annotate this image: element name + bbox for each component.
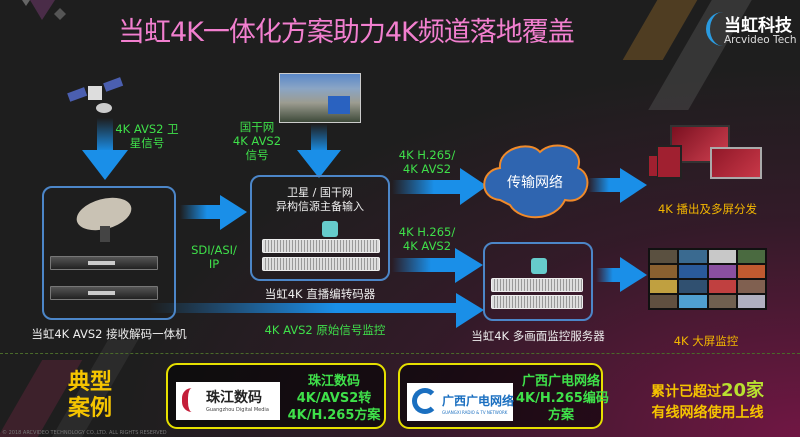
transcoder-inner-line1: 卫星 / 国干网 <box>287 186 353 199</box>
app-icon <box>322 221 338 237</box>
arrow-to-video-wall <box>596 257 647 292</box>
guangxi-logo-icon <box>412 388 438 414</box>
guangxi-logo: 广西广电网络 GUANGXI RADIO & TV NETWORK <box>407 383 515 421</box>
laptop-icon <box>710 147 762 179</box>
monitor-server-caption: 当虹4K 多画面监控服务器 <box>471 329 605 343</box>
building-sign <box>328 96 350 114</box>
summary-line2: 有线网络使用上线 <box>651 405 764 421</box>
app-icon <box>531 258 547 274</box>
arrow-to-cloud <box>392 168 487 205</box>
transcoder-box: 卫星 / 国干网 异构信源主备输入 <box>250 175 390 281</box>
arrow-raw-monitor <box>150 293 484 328</box>
zhujiang-logo: 珠江数码 Guangzhou Digital Media <box>176 382 280 420</box>
video-wall-image <box>648 248 767 310</box>
company-logo: 当虹科技 Arcvideo Tech <box>704 6 800 52</box>
arrow-cloud-to-devices <box>588 168 647 203</box>
transcoder-caption: 当虹4K 直播编转码器 <box>264 287 376 301</box>
cloud-label: 传输网络 <box>507 175 563 191</box>
server-unit <box>262 257 380 271</box>
zhujiang-logo-text: 珠江数码 <box>206 390 262 406</box>
arrow-satellite-down <box>82 118 128 180</box>
arrow-receiver-to-transcoder <box>180 195 247 230</box>
multi-screen-devices-image <box>648 125 768 181</box>
tablet-icon <box>656 145 682 179</box>
transcoder-inner-line2: 异构信源主备输入 <box>276 200 364 213</box>
logo-arc-icon <box>706 12 724 46</box>
decoder-rack-unit <box>50 286 158 300</box>
logo-cn: 当虹科技 <box>724 16 792 36</box>
satellite-dish-icon <box>76 197 132 242</box>
summary-prefix: 累计已超过 <box>650 384 721 400</box>
footer-copyright: © 2018 ARCVIDEO TECHNOLOGY CO.,LTD. ALL … <box>2 430 167 436</box>
case-card-guangxi: 广西广电网络 GUANGXI RADIO & TV NETWORK 广西广电网络… <box>398 363 609 429</box>
summary-count: 20家 <box>720 380 765 401</box>
phone-icon <box>648 155 658 177</box>
arrow-to-monitor-server <box>392 248 483 283</box>
distribution-caption: 4K 播出及多屏分发 <box>657 202 757 216</box>
arrow-backbone-down <box>297 124 341 178</box>
satellite-signal-label: 4K AVS2 卫星信号 <box>115 122 179 150</box>
cases-summary: 累计已超过20家 有线网络使用上线 <box>620 376 795 422</box>
decor-triangles <box>22 0 66 20</box>
zhujiang-logo-en: Guangzhou Digital Media <box>206 407 269 413</box>
decoder-rack-unit <box>50 256 158 270</box>
server-unit <box>491 295 583 309</box>
server-unit <box>262 239 380 253</box>
monitor-server-box <box>483 242 593 321</box>
upper-link-label: 4K H.265/4K AVS2 <box>398 148 456 176</box>
guangxi-logo-en: GUANGXI RADIO & TV NETWORK <box>442 410 508 415</box>
guangxi-logo-text: 广西广电网络 <box>442 394 515 408</box>
arrows-layer <box>82 118 647 328</box>
video-wall-caption: 4K 大屏监控 <box>673 334 739 348</box>
receiver-decoder-box <box>42 186 176 320</box>
page-title: 当虹4K一体化方案助力4K频道落地覆盖 <box>118 17 575 48</box>
section-divider <box>0 353 800 354</box>
receiver-caption: 当虹4K AVS2 接收解码一体机 <box>31 327 187 341</box>
zhujiang-logo-icon <box>182 388 200 412</box>
lower-link-label: 4K H.265/4K AVS2 <box>398 225 456 253</box>
cloud-shape <box>483 144 589 219</box>
raw-monitor-label: 4K AVS2 原始信号监控 <box>264 323 386 337</box>
cases-heading: 典型案例 <box>68 370 113 421</box>
satellite-icon <box>67 77 124 113</box>
backbone-building-photo <box>279 73 361 123</box>
sdi-asi-ip-label: SDI/ASI/IP <box>191 243 237 271</box>
logo-en: Arcvideo Tech <box>724 34 797 46</box>
server-unit <box>491 278 583 292</box>
